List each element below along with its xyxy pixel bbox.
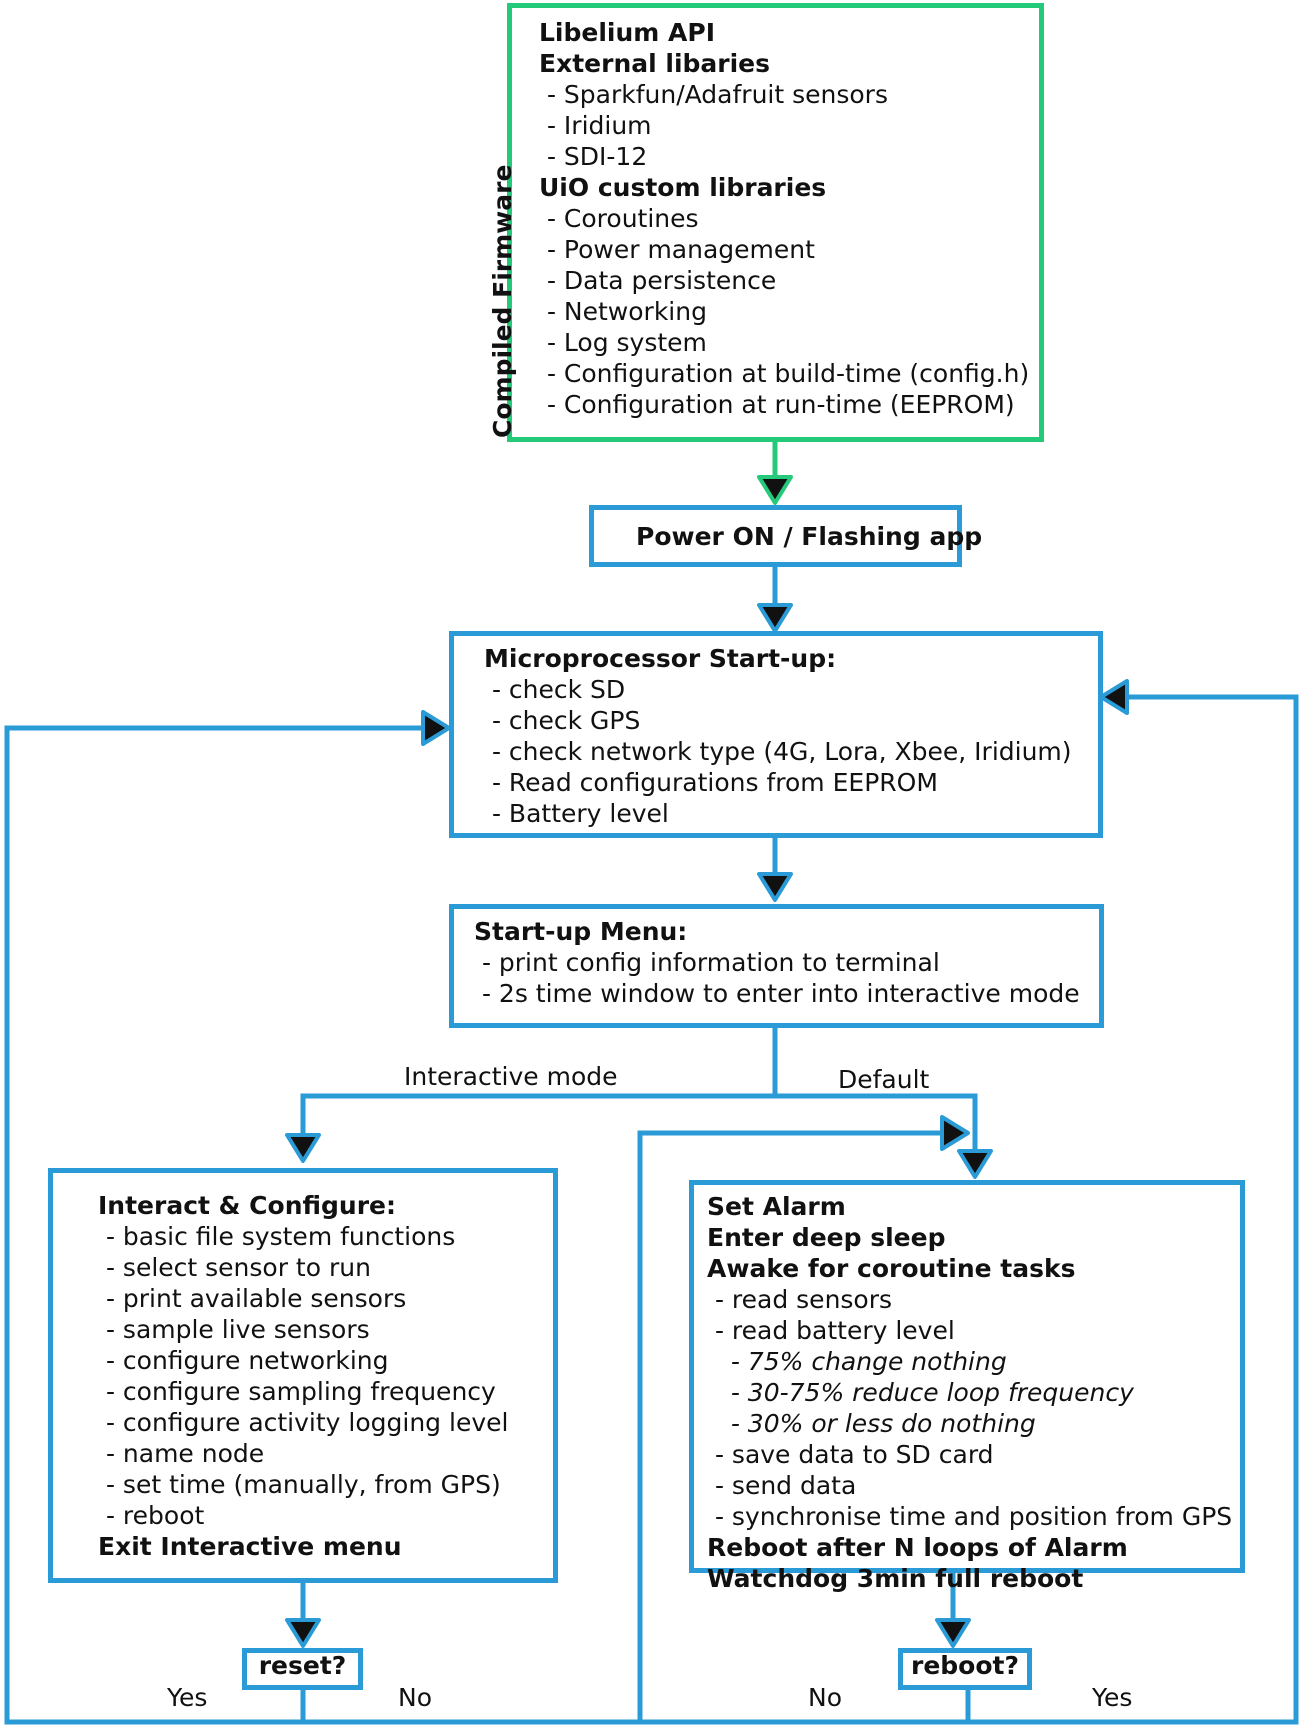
reset-no-label: No xyxy=(398,1683,432,1712)
interact-line: - configure networking xyxy=(98,1346,389,1375)
interactive-mode-label: Interactive mode xyxy=(404,1062,618,1091)
startup-menu-box: Start-up Menu: - print config informatio… xyxy=(449,904,1104,1028)
arrowhead-alarm-default xyxy=(957,1149,993,1179)
arrowhead-startup xyxy=(757,603,793,633)
interact-line: - configure activity logging level xyxy=(98,1408,509,1437)
edge-reboot-yes-loop xyxy=(968,694,1299,1725)
arrowhead-power xyxy=(757,475,793,505)
edge-menu-split xyxy=(300,1025,978,1170)
edge-reboot-no-loop xyxy=(640,1687,971,1725)
interact-line: - configure sampling frequency xyxy=(98,1377,496,1406)
alarm-line: - send data xyxy=(707,1471,857,1500)
interact-line: - basic file system functions xyxy=(98,1222,456,1251)
firmware-line: External libaries xyxy=(539,49,771,78)
reboot-yes-label: Yes xyxy=(1092,1683,1133,1712)
menu-line: Start-up Menu: xyxy=(474,917,688,946)
reset-decision-label: reset? xyxy=(258,1651,347,1680)
alarm-line: Set Alarm xyxy=(707,1192,846,1221)
alarm-line: - save data to SD card xyxy=(707,1440,994,1469)
startup-line: Microprocessor Start-up: xyxy=(484,644,837,673)
alarm-line: Watchdog 3min full reboot xyxy=(707,1564,1084,1593)
alarm-line: - read battery level xyxy=(707,1316,955,1345)
default-label: Default xyxy=(838,1065,930,1094)
firmware-line: - Log system xyxy=(539,328,707,357)
interact-line: Interact & Configure: xyxy=(98,1191,397,1220)
power-on-box: Power ON / Flashing app xyxy=(589,505,982,567)
startup-line: - check GPS xyxy=(484,706,641,735)
alarm-line: - read sensors xyxy=(707,1285,893,1314)
interact-configure-box: Interact & Configure: - basic file syste… xyxy=(48,1168,558,1583)
reboot-decision-label: reboot? xyxy=(911,1651,1019,1680)
alarm-line: - 30-75% reduce loop frequency xyxy=(707,1378,1134,1407)
arrowhead-interact xyxy=(285,1133,321,1163)
firmware-line: - Coroutines xyxy=(539,204,699,233)
interact-line: - set time (manually, from GPS) xyxy=(98,1470,501,1499)
compiled-firmware-label: Compiled Firmware xyxy=(488,164,517,438)
firmware-line: - Sparkfun/Adafruit sensors xyxy=(539,80,888,109)
firmware-line: - SDI-12 xyxy=(539,142,648,171)
interact-line: - reboot xyxy=(98,1501,205,1530)
startup-box: Microprocessor Start-up: - check SD - ch… xyxy=(449,631,1103,838)
alarm-line: Reboot after N loops of Alarm xyxy=(707,1533,1128,1562)
power-on-label: Power ON / Flashing app xyxy=(636,522,983,551)
firmware-line: Libelium API xyxy=(539,18,716,47)
interact-line: - name node xyxy=(98,1439,265,1468)
arrowhead-reboot xyxy=(935,1618,971,1648)
startup-line: - Read configurations from EEPROM xyxy=(484,768,938,797)
startup-line: - check SD xyxy=(484,675,626,704)
alarm-line: Awake for coroutine tasks xyxy=(707,1254,1076,1283)
menu-line: - print config information to terminal xyxy=(474,948,940,977)
arrowhead-startup-yes xyxy=(421,710,451,746)
alarm-line: Enter deep sleep xyxy=(707,1223,946,1252)
reset-yes-label: Yes xyxy=(167,1683,208,1712)
alarm-line: - 75% change nothing xyxy=(707,1347,1007,1376)
firmware-line: - Iridium xyxy=(539,111,652,140)
menu-line: - 2s time window to enter into interacti… xyxy=(474,979,1080,1008)
startup-line: - Battery level xyxy=(484,799,669,828)
edge-reset-no-to-alarm xyxy=(303,1130,963,1725)
arrowhead-alarm-no xyxy=(940,1115,970,1151)
arrowhead-startup-reboot xyxy=(1099,679,1129,715)
interact-text: Interact & Configure: - basic file syste… xyxy=(98,1190,508,1562)
firmware-line: - Configuration at build-time (config.h) xyxy=(539,359,1030,388)
firmware-line: UiO custom libraries xyxy=(539,173,827,202)
interact-line: - sample live sensors xyxy=(98,1315,370,1344)
firmware-line: - Power management xyxy=(539,235,815,264)
reboot-no-label: No xyxy=(808,1683,842,1712)
firmware-line: - Configuration at run-time (EEPROM) xyxy=(539,390,1015,419)
edge-reset-yes-loop xyxy=(4,725,445,1725)
interact-line: - print available sensors xyxy=(98,1284,407,1313)
arrowhead-reset xyxy=(285,1618,321,1648)
startup-line: - check network type (4G, Lora, Xbee, Ir… xyxy=(484,737,1072,766)
reboot-decision: reboot? xyxy=(898,1648,1032,1690)
startup-text: Microprocessor Start-up: - check SD - ch… xyxy=(484,643,1072,829)
menu-text: Start-up Menu: - print config informatio… xyxy=(474,916,1080,1009)
alarm-line: - synchronise time and position from GPS xyxy=(707,1502,1233,1531)
firmware-line: - Data persistence xyxy=(539,266,777,295)
interact-line: - select sensor to run xyxy=(98,1253,371,1282)
interact-line: Exit Interactive menu xyxy=(98,1532,402,1561)
reset-decision: reset? xyxy=(242,1648,363,1690)
alarm-line: - 30% or less do nothing xyxy=(707,1409,1036,1438)
firmware-line: - Networking xyxy=(539,297,707,326)
arrowhead-menu xyxy=(757,872,793,902)
